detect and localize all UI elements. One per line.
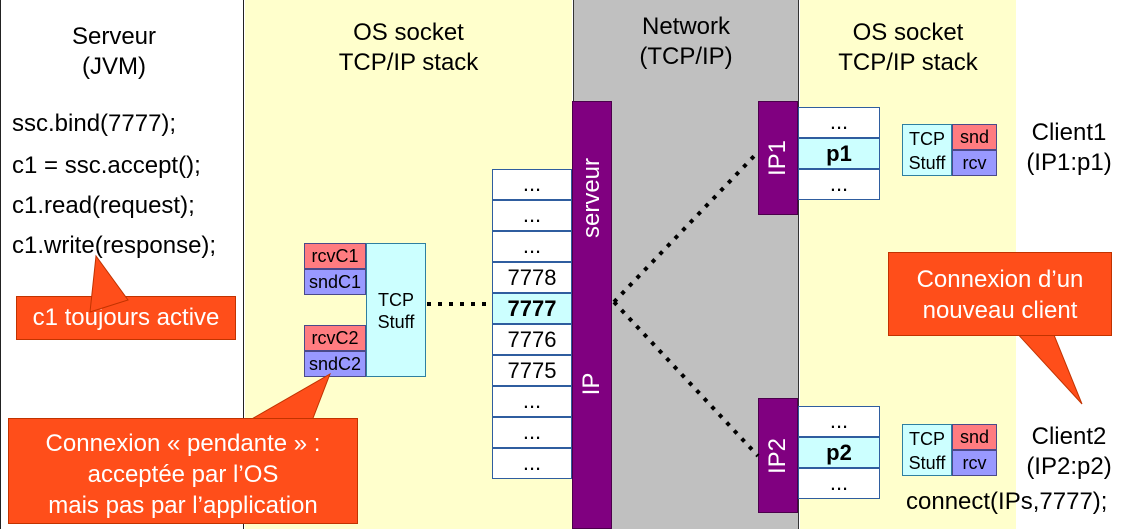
pending-callout-line2: acceptée par l’OS (87, 461, 279, 488)
server-os-title-line2: TCP/IP stack (338, 49, 479, 76)
client1-label-line1: Client1 (1031, 119, 1107, 146)
client1-port-cell: ... (798, 107, 880, 138)
client2-rcv-buffer: rcv (952, 450, 997, 476)
client2-port-p2: p2 (798, 437, 880, 468)
port-cell: ... (492, 231, 572, 262)
network-title-line1: Network (641, 13, 731, 40)
client1-tcp-label: TCP (909, 129, 945, 149)
port-cell-7777: 7777 (492, 293, 572, 324)
pending-callout-line3: mais pas par l’application (48, 492, 318, 519)
port-cell-7775: 7775 (492, 355, 572, 386)
client2-connect-code: connect(IPs,7777); (906, 488, 1108, 515)
client2-connection (612, 300, 760, 458)
client1-ip-bar: IP1 (758, 101, 798, 215)
client-os-title: OS socket TCP/IP stack (800, 18, 1016, 78)
server-tcp-stuff: TCP Stuff (366, 243, 426, 377)
client2-port-cell: ... (798, 468, 880, 499)
server-ip-bar: serveur IP (572, 101, 612, 529)
server-title-line1: Serveur (71, 23, 157, 50)
server-title-line2: (JVM) (82, 53, 146, 80)
server-code-line-2: c1 = ssc.accept(); (12, 152, 201, 179)
client2-tcp-stuff: TCP Stuff (902, 424, 952, 476)
network-title: Network (TCP/IP) (573, 12, 799, 72)
client-os-title-line2: TCP/IP stack (838, 49, 978, 76)
client1-port-cell: ... (798, 169, 880, 200)
client2-tcp-label: TCP (909, 429, 945, 449)
client1-label-line2: (IP1:p1) (1026, 149, 1112, 176)
server-code-line-3: c1.read(request); (12, 192, 195, 219)
server-title: Serveur (JVM) (0, 22, 228, 82)
sndC2-buffer: sndC2 (304, 351, 366, 377)
port-cell: ... (492, 200, 572, 231)
client1-port-p1: p1 (798, 138, 880, 169)
client2-stuff-label: Stuff (908, 453, 946, 473)
network-title-line2: (TCP/IP) (639, 43, 733, 70)
server-os-title-line1: OS socket (353, 19, 464, 46)
port-cell-7776: 7776 (492, 324, 572, 355)
sndC1-buffer: sndC1 (304, 269, 366, 295)
pending-connection-callout: Connexion « pendante » : acceptée par l’… (8, 418, 358, 524)
rcvC1-buffer: rcvC1 (304, 243, 366, 269)
new-client-callout-line1: Connexion d’un (916, 266, 1084, 293)
new-client-callout-pointer (1012, 329, 1083, 405)
port-cell-7778: 7778 (492, 262, 572, 293)
client1-stuff-label: Stuff (908, 153, 946, 173)
port-cell: ... (492, 386, 572, 417)
server-callout: c1 toujours active (16, 296, 236, 340)
client2-label-line2: (IP2:p2) (1026, 453, 1112, 480)
new-client-callout-line2: nouveau client (922, 297, 1078, 324)
client1-label: Client1 (IP1:p1) (1014, 118, 1123, 178)
server-code-line-1: ssc.bind(7777); (12, 110, 177, 137)
client2-port-cell: ... (798, 406, 880, 437)
client1-rcv-buffer: rcv (952, 150, 997, 176)
client1-snd-buffer: snd (952, 124, 997, 150)
rcvC2-buffer: rcvC2 (304, 325, 366, 351)
client2-ip-bar: IP2 (758, 398, 798, 513)
port-cell: ... (492, 448, 572, 479)
server-code-line-4: c1.write(response); (12, 232, 217, 259)
server-callout-pointer (89, 254, 129, 313)
port-cell: ... (492, 417, 572, 448)
server-tcp-stuff-line2: Stuff (377, 312, 415, 332)
client2-label-line1: Client2 (1031, 423, 1107, 450)
client2-snd-buffer: snd (952, 424, 997, 450)
server-tcp-stuff-line1: TCP (378, 290, 414, 310)
client1-connection (612, 150, 760, 304)
client1-tcp-stuff: TCP Stuff (902, 124, 952, 176)
client-os-title-line1: OS socket (852, 19, 964, 46)
new-client-callout: Connexion d’un nouveau client (888, 252, 1112, 336)
client2-label: Client2 (IP2:p2) (1014, 422, 1123, 482)
server-os-title: OS socket TCP/IP stack (245, 18, 572, 78)
pending-callout-line1: Connexion « pendante » : (45, 430, 321, 457)
port-cell: ... (492, 169, 572, 200)
